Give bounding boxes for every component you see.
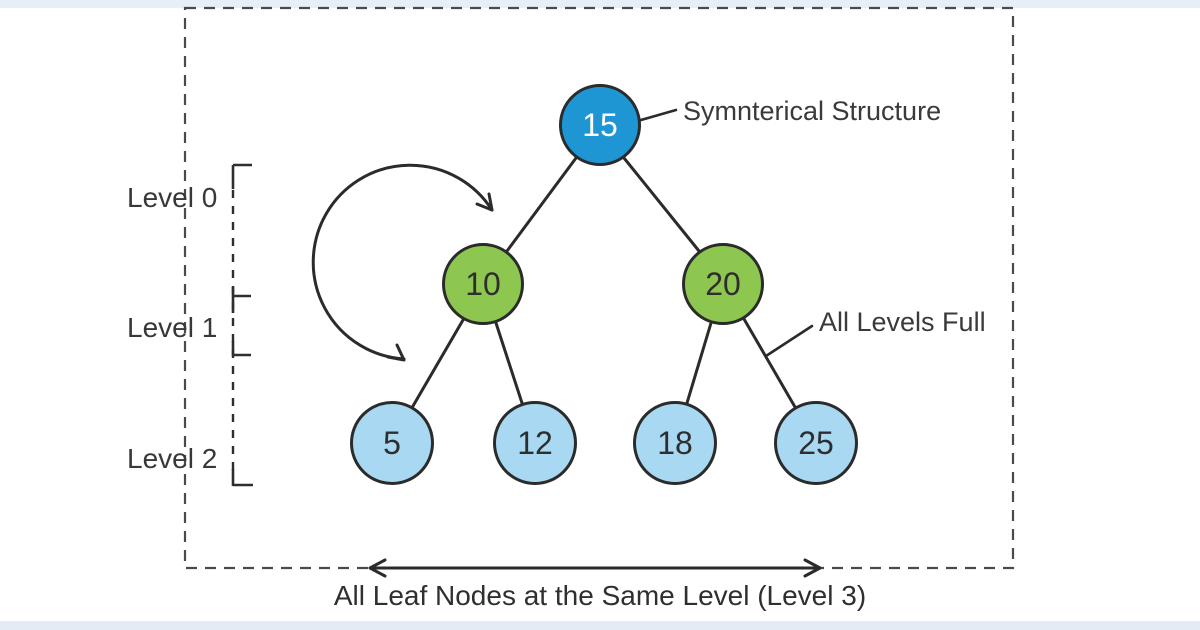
tree-node-18: 18: [633, 401, 717, 485]
node-value: 12: [517, 424, 553, 461]
tree-node-12: 12: [493, 401, 577, 485]
dashed-border: [183, 6, 1015, 570]
bottom-caption: All Leaf Nodes at the Same Level (Level …: [333, 580, 867, 611]
tree-node-20: 20: [682, 243, 764, 325]
leaf-span-arrow: [368, 558, 822, 578]
level-2-label: Level 2: [127, 443, 218, 474]
node-value: 10: [465, 265, 501, 302]
node-value: 20: [705, 265, 741, 302]
tree-node-25: 25: [774, 401, 858, 485]
tree-node-5: 5: [350, 401, 434, 485]
node-value: 5: [383, 424, 401, 461]
top-edge-tint: [0, 0, 1200, 8]
node-value: 25: [798, 424, 834, 461]
tree-node-10: 10: [442, 243, 524, 325]
tree-edges: [411, 156, 797, 409]
annotation-leaders: [639, 108, 814, 358]
bottom-edge-tint: [0, 621, 1200, 630]
tree-node-15: 15: [559, 84, 641, 166]
curved-arrow: [311, 163, 494, 362]
node-value: 18: [657, 424, 693, 461]
level-0-label: Level 0: [127, 182, 218, 213]
level-ruler: [231, 163, 253, 487]
root-annotation: Symnterical Structure: [683, 96, 942, 126]
level-1-label: Level 1: [127, 312, 218, 343]
node-value: 15: [582, 106, 618, 143]
levels-annotation: All Levels Full: [819, 307, 986, 337]
